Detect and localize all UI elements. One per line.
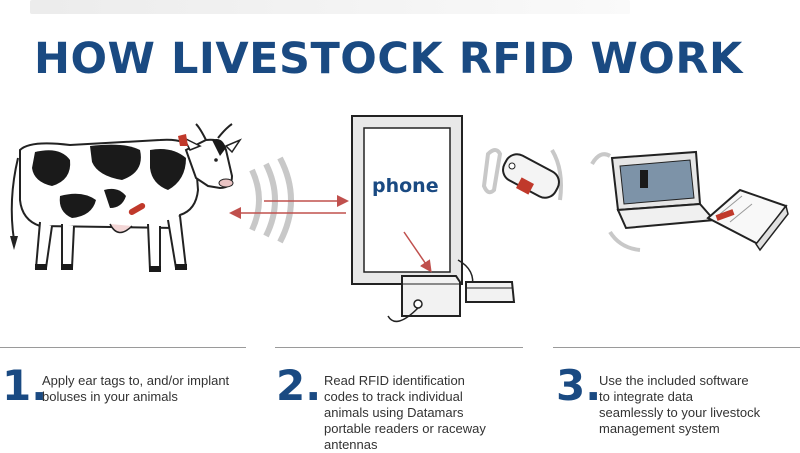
step-2-number: 2. <box>276 364 321 408</box>
notebook-icon <box>708 190 788 250</box>
reader-base-icon <box>388 276 514 321</box>
reader-monitor-icon <box>352 116 473 288</box>
step-3-text: Use the included software to integrate d… <box>599 373 797 437</box>
divider <box>275 347 523 348</box>
handheld-reader-icon <box>484 150 563 202</box>
divider <box>553 347 800 348</box>
device-label: phone <box>372 175 439 197</box>
step-1-text: Apply ear tags to, and/or implant boluse… <box>42 373 252 405</box>
step-3-number: 3. <box>556 364 601 408</box>
divider <box>0 347 246 348</box>
step-1-number: 1. <box>2 364 47 408</box>
rfid-signal-icon <box>252 158 291 242</box>
cow-icon <box>10 124 240 272</box>
step-2-text: Read RFID identification codes to track … <box>324 373 524 453</box>
laptop-icon <box>592 152 714 250</box>
